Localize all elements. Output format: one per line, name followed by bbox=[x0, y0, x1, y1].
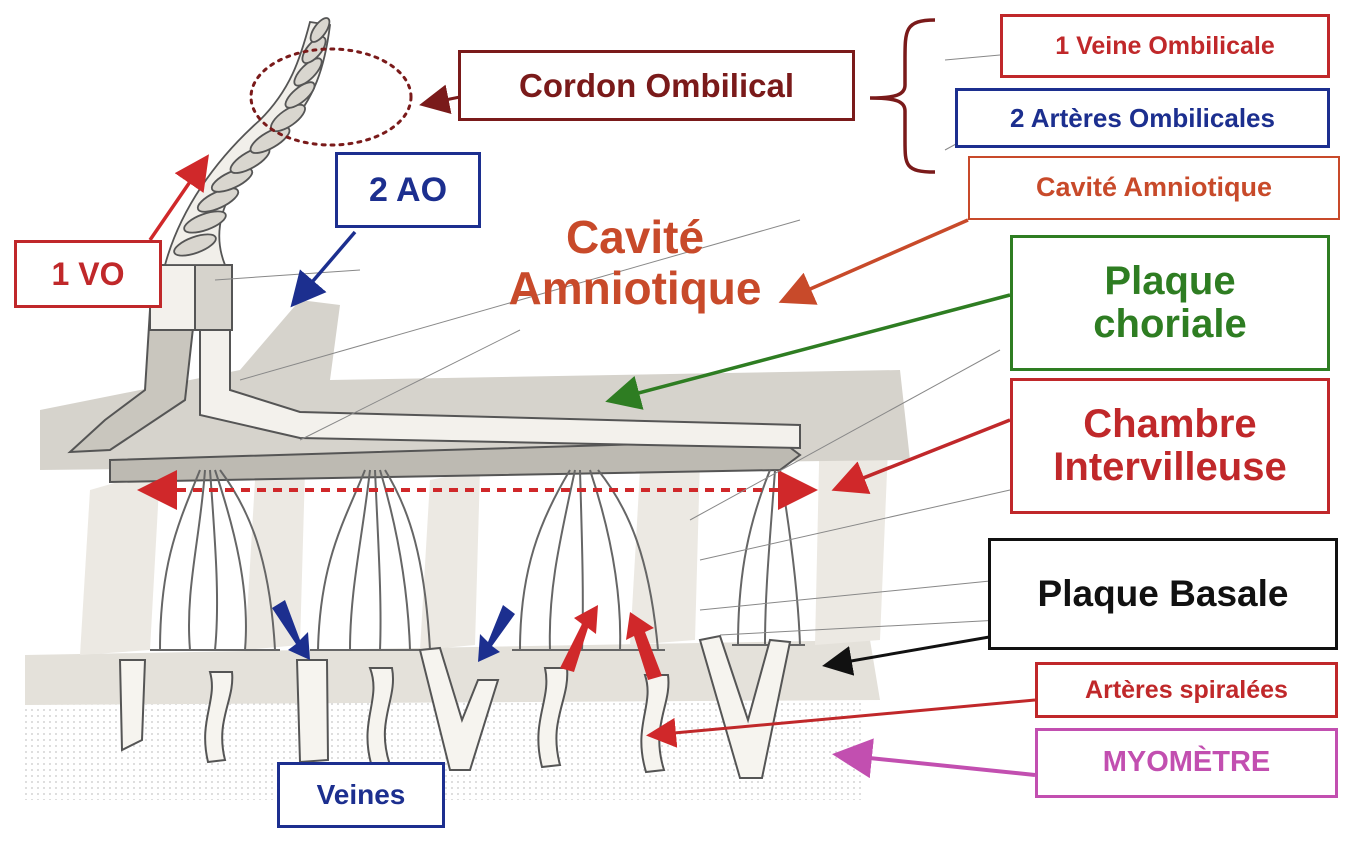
artery-branch bbox=[199, 329, 801, 450]
veine-ombilicale-label: 1 Veine Ombilicale bbox=[1000, 14, 1330, 78]
chambre-pointer-arrow bbox=[831, 418, 1011, 494]
venous-flow-arrows bbox=[272, 600, 515, 662]
cavite-big-line1: Cavité bbox=[565, 211, 705, 263]
plaque-choriale-line2: choriale bbox=[1093, 302, 1247, 346]
cord-composition-brace bbox=[869, 18, 936, 174]
arteres-spiralees-label: Artères spiralées bbox=[1035, 662, 1338, 718]
arteres-ombilicales-label: 2 Artères Ombilicales bbox=[955, 88, 1330, 148]
plaque-basale-pointer-arrow bbox=[822, 634, 996, 676]
myometre-label: MYOMÈTRE bbox=[1035, 728, 1338, 798]
plaque-choriale-pointer-arrow bbox=[605, 293, 1011, 410]
cavite-big-line2: Amniotique bbox=[508, 261, 762, 314]
cavite-amniotique-big-label: Cavité Amniotique bbox=[475, 212, 795, 313]
umbilical-cord bbox=[163, 17, 332, 266]
plaque-choriale-label: Plaque choriale bbox=[1010, 235, 1330, 371]
plaque-choriale-line1: Plaque bbox=[1104, 258, 1236, 303]
villous-tree-2 bbox=[310, 469, 435, 651]
myometre-pointer-arrow bbox=[832, 738, 1036, 779]
ao-label: 2 AO bbox=[335, 152, 481, 228]
vein-1 bbox=[295, 659, 330, 764]
chambre-line1: Chambre bbox=[1083, 401, 1257, 446]
cavite-amniotique-label: Cavité Amniotique bbox=[968, 156, 1340, 220]
cord-base-artery bbox=[194, 264, 233, 331]
chambre-intervilleuse-label: Chambre Intervilleuse bbox=[1010, 378, 1330, 514]
veines-label: Veines bbox=[277, 762, 445, 828]
chambre-line2: Intervilleuse bbox=[1053, 445, 1287, 489]
arterial-flow-arrows bbox=[560, 605, 662, 680]
vo-pointer-arrow bbox=[148, 154, 209, 241]
spiral-vessels bbox=[118, 634, 792, 779]
leader-lines bbox=[214, 54, 1011, 636]
plaque-basale-label: Plaque Basale bbox=[988, 538, 1338, 650]
cord-highlight-ellipse bbox=[249, 47, 413, 147]
cavite-pointer-arrow bbox=[778, 218, 969, 305]
villous-tree-4 bbox=[732, 469, 805, 646]
ao-pointer-arrow bbox=[290, 230, 357, 308]
arteres-spiralees-pointer-arrow bbox=[646, 698, 1036, 748]
vo-label: 1 VO bbox=[14, 240, 162, 308]
vein-2 bbox=[418, 646, 500, 771]
cordon-ombilical-label: Cordon Ombilical bbox=[458, 50, 855, 121]
